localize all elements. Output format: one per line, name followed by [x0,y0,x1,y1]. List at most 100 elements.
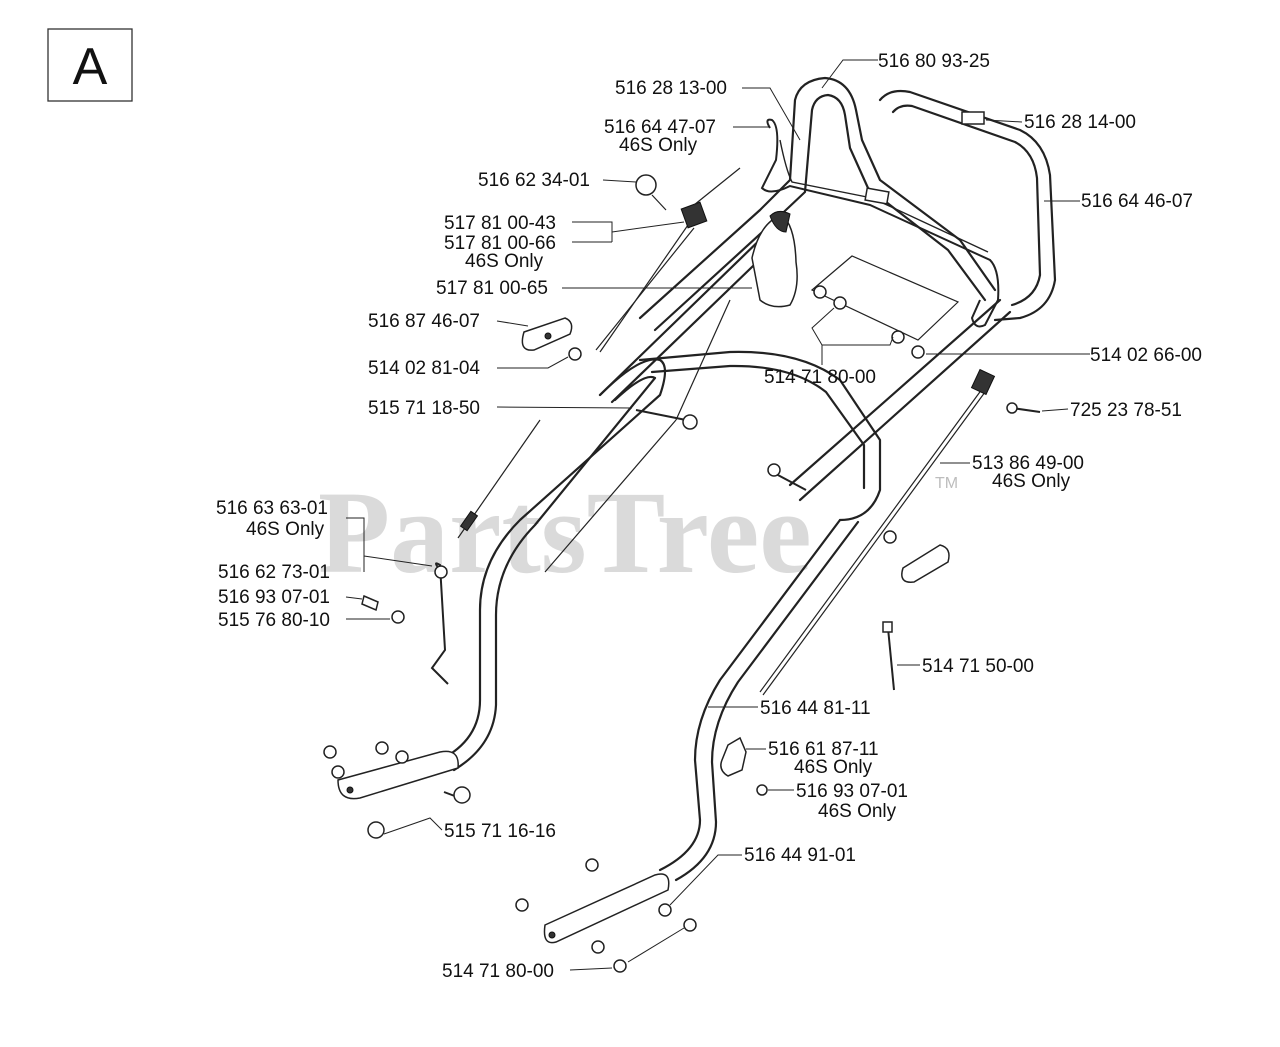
rear-guard-frame [878,89,1057,322]
lower-handle-crossbar [638,350,882,522]
leader-516-93-07-01-left [345,596,363,600]
part-label-514-71-80-00-bottom: 514 71 80-00 [442,961,554,982]
carriage-bolt-middle [775,473,807,491]
part-label-516-44-91-01: 516 44 91-01 [744,845,856,866]
part-label-516-93-07-01-left: 516 93 07-01 [218,587,330,608]
mower-handle-drawing [323,76,1057,973]
section-box [47,28,133,102]
upper-handle-left-tube-2 [610,238,782,404]
decal-2 [864,187,890,205]
part-label-515-71-16-16: 515 71 16-16 [444,821,556,842]
carriage-bolt-upper [635,409,687,421]
bracket-hole [346,786,354,794]
section-label: A [73,38,108,96]
leader-517-81-00-43-stem [611,221,685,233]
leader-516-63-63-01 [346,517,365,572]
bolt-head [682,414,698,430]
washer [591,940,605,954]
lower-handle-crossbar-2 [650,364,866,490]
leader-516-80-93-25 [821,59,878,89]
washer [395,750,409,764]
control-plate [810,255,960,341]
bolt-head [453,786,471,804]
screw-head [756,784,768,796]
nut [375,741,389,755]
part-label-514-71-50-00: 514 71 50-00 [922,656,1034,677]
engine-cable-left-2 [595,227,695,351]
rear-guard-frame-inner [891,104,1042,307]
bolt-head [515,898,529,912]
bail-wire [760,118,1000,328]
throttle-cable [759,384,986,693]
nut [613,959,627,973]
nut [683,918,697,932]
brake-cable-lower [544,419,677,573]
washer [658,903,672,917]
leader-516-87-46-07 [496,320,529,327]
leader-516-44-91-01 [669,854,742,906]
part-label-514-02-81-04: 514 02 81-04 [368,358,480,379]
lower-handle-right-2 [674,520,860,882]
right-mount-bracket [543,873,670,944]
j-hook [635,174,657,196]
left-mount-bracket [337,750,459,800]
leader-515-71-16-16 [383,817,443,835]
nut [833,296,847,310]
bail-wire-inner [779,139,989,253]
part-label-725-23-78-51: 725 23 78-51 [1070,400,1182,421]
part-label-515-76-80-10: 515 76 80-10 [218,610,330,631]
bolt-head [367,821,385,839]
part-label-516-62-34-01: 516 62 34-01 [478,170,590,191]
washer [813,285,827,299]
handle-knob-right [901,544,950,583]
part-label-517-81-00-43: 517 81 00-43 [444,213,556,234]
part-label-516-28-13-00: 516 28 13-00 [615,78,727,99]
leader-725-23-78-51 [1041,408,1069,412]
rod-eye [434,565,448,579]
part-label-516-44-81-11: 516 44 81-11 [760,698,871,719]
leader-514-02-81-04 [497,356,569,369]
cable-end-wire [693,167,741,206]
bracket-hole-right [548,931,556,939]
throttle-control [751,214,798,308]
screw-head [1006,402,1018,414]
leader-516-63-63-01-stem [363,555,433,567]
cable-clamp [680,201,708,229]
watermark-trademark: TM [935,475,958,492]
part-label-517-81-00-65: 517 81 00-65 [436,278,548,299]
lower-handle-right [658,518,842,872]
part-label-514-02-66-00: 514 02 66-00 [1090,345,1202,366]
upper-handle-bar-inner [653,93,987,332]
knob-hub-left [544,332,552,340]
leader-516-28-13-00 [742,87,801,141]
leader-lines [345,59,1090,971]
watermark-text: PartsTree [318,467,812,598]
lower-handle-left-2 [452,375,657,772]
leader-515-71-18-50 [496,406,633,409]
leader-514-71-80-00-top-b [811,307,835,346]
part-label-515-71-18-50: 515 71 18-50 [368,398,480,419]
throttle-cable-2 [762,387,989,696]
leader-516-62-34-01 [602,179,637,183]
j-hook-shank [651,194,667,211]
bolt-head [767,463,781,477]
cable-ferrule [459,510,479,532]
part-label-516-64-46-07: 516 64 46-07 [1081,191,1193,212]
screw-516-93-left [361,594,379,612]
cable-tie-head [882,621,893,633]
upper-handle-bar [638,76,997,320]
washer [391,610,405,624]
nut [891,330,905,344]
brake-cable-upper [675,299,731,421]
cable-bracket [720,736,747,777]
bolt-head [585,858,599,872]
washer [568,347,582,361]
leader-514-71-80-00-bottom [569,967,613,971]
upper-handle-right-tube [788,298,1002,487]
